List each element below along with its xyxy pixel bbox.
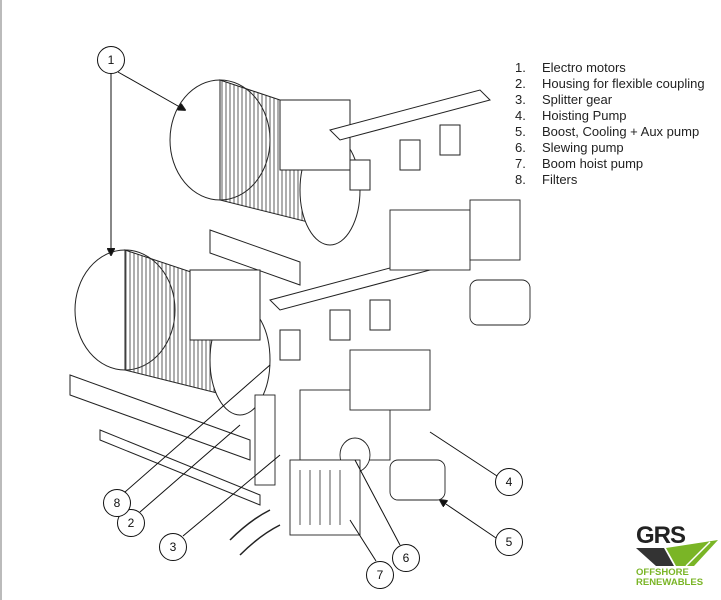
legend-label: Slewing pump: [542, 140, 624, 155]
legend-label: Filters: [542, 172, 578, 187]
legend-label: Hoisting Pump: [542, 108, 627, 123]
callout-1: 1: [97, 46, 125, 74]
callout-8: 8: [103, 489, 131, 517]
callout-7: 7: [366, 561, 394, 589]
logo-offshore: OFFSHORE: [636, 567, 689, 578]
legend-label: Electro motors: [542, 60, 626, 75]
legend-label: Splitter gear: [542, 92, 613, 107]
filters: [269, 89, 491, 361]
legend-item: 2. Housing for flexible coupling: [515, 76, 705, 92]
callout-3: 3: [159, 533, 187, 561]
callout-5: 5: [495, 528, 523, 556]
lower-electro-motor: [74, 249, 271, 416]
legend-number: 7.: [515, 156, 526, 171]
legend-number: 1.: [515, 60, 526, 75]
base-frame: [69, 229, 301, 506]
legend-label: Boost, Cooling + Aux pump: [542, 124, 700, 139]
logo-chevron-icon: [636, 540, 718, 567]
legend-number: 5.: [515, 124, 526, 139]
upper-electro-motor: [169, 79, 361, 246]
legend-label: Boom hoist pump: [542, 156, 644, 171]
legend-number: 3.: [515, 92, 526, 107]
callout-6: 6: [392, 544, 420, 572]
legend-item: 5. Boost, Cooling + Aux pump: [515, 124, 705, 140]
callout-4: 4: [495, 468, 523, 496]
legend-item: 3. Splitter gear: [515, 92, 705, 108]
left-border: [0, 0, 2, 600]
legend-item: 6. Slewing pump: [515, 140, 705, 156]
grs-offshore-renewables-logo: GRS OFFSHORE RENEWABLES: [634, 522, 720, 592]
legend-item: 7. Boom hoist pump: [515, 156, 705, 172]
logo-grs: GRS: [636, 522, 686, 549]
legend: 1. Electro motors 2. Housing for flexible …: [515, 60, 705, 188]
legend-number: 8.: [515, 172, 526, 187]
legend-item: 4. Hoisting Pump: [515, 108, 705, 124]
legend-number: 4.: [515, 108, 526, 123]
logo-renewables: RENEWABLES: [636, 577, 704, 588]
legend-number: 2.: [515, 76, 526, 91]
legend-item: 1. Electro motors: [515, 60, 705, 76]
leader-lines: [111, 71, 498, 562]
legend-item: 8. Filters: [515, 172, 705, 188]
legend-label: Housing for flexible coupling: [542, 76, 705, 91]
pumps: [229, 199, 531, 556]
callout-2: 2: [117, 509, 145, 537]
legend-number: 6.: [515, 140, 526, 155]
